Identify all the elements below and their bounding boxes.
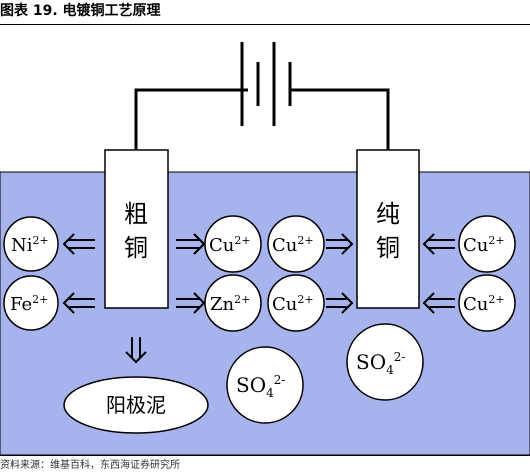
cu-ion-label-r2: Cu2+ bbox=[463, 293, 505, 315]
cu-ion-circle-r1 bbox=[458, 215, 516, 273]
crude-copper-label-1: 粗 bbox=[124, 200, 148, 228]
zn-ion-label: Zn2+ bbox=[210, 293, 250, 315]
anode-slime-label: 阳极泥 bbox=[106, 393, 166, 417]
sulfate-label-left: SO42- bbox=[236, 373, 285, 400]
arrow-left-ni bbox=[62, 233, 95, 255]
source-rule bbox=[0, 455, 530, 456]
arrow-right-zn bbox=[176, 292, 206, 314]
pure-copper-electrode bbox=[356, 149, 420, 309]
cu-ion-label-r1: Cu2+ bbox=[463, 234, 505, 256]
wire-left bbox=[134, 88, 248, 150]
cu-ion-label-m1: Cu2+ bbox=[272, 234, 314, 256]
arrow-left-cu-r2 bbox=[422, 292, 455, 314]
cu-ion-label-m2: Cu2+ bbox=[272, 293, 314, 315]
title-rule bbox=[0, 24, 530, 25]
cu-ion-circle-m1 bbox=[267, 215, 325, 273]
cu-ion-circle-r2 bbox=[458, 274, 516, 332]
ni-ion-circle bbox=[3, 216, 59, 272]
sulfate-label-right: SO42- bbox=[356, 350, 405, 377]
fe-ion-circle bbox=[3, 275, 59, 331]
cu-ion-circle-m2 bbox=[267, 274, 325, 332]
fe-ion-label: Fe2+ bbox=[10, 293, 48, 315]
arrow-right-cu-m1 bbox=[326, 233, 354, 255]
sulfate-circle-right bbox=[346, 323, 424, 401]
pure-copper-label-2: 铜 bbox=[376, 234, 400, 262]
arrow-right-cu-a1 bbox=[176, 233, 206, 255]
wire-right bbox=[290, 88, 390, 150]
arrow-right-cu-m2 bbox=[326, 292, 354, 314]
pure-copper-label-1: 纯 bbox=[376, 200, 400, 228]
sulfate-circle-left bbox=[226, 346, 304, 424]
source-note: 资料来源：维基百科，东西海证券研究所 bbox=[0, 460, 180, 471]
battery-icon bbox=[240, 42, 292, 126]
arrow-left-fe bbox=[62, 292, 95, 314]
crude-copper-electrode bbox=[104, 149, 169, 309]
arrow-left-cu-r1 bbox=[422, 233, 455, 255]
figure-title: 图表 19. 电镀铜工艺原理 bbox=[0, 3, 161, 19]
ni-ion-label: Ni2+ bbox=[11, 234, 49, 256]
arrow-down-slime bbox=[125, 337, 147, 364]
cu-ion-label-a1: Cu2+ bbox=[209, 234, 251, 256]
anode-slime-ellipse bbox=[63, 376, 209, 434]
crude-copper-label-2: 铜 bbox=[124, 234, 148, 262]
